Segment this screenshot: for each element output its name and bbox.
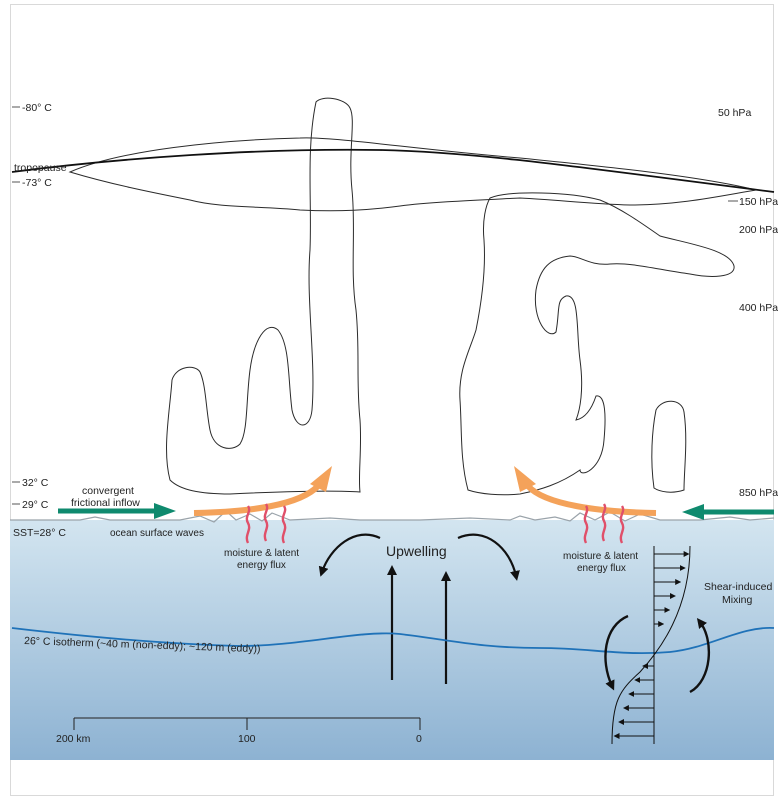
scale-label-0: 0 [416, 733, 422, 745]
pressure-label-400: 400 hPa [739, 302, 778, 314]
pressure-label-150: 150 hPa [739, 196, 778, 208]
right-convective-tower-outline [460, 193, 734, 495]
left-convective-tower-outline [167, 98, 361, 494]
right-flux-label-line2: energy flux [577, 563, 626, 574]
inflow-label-line2: frictional inflow [71, 497, 140, 509]
left-flux-label-line2: energy flux [237, 560, 286, 571]
surface-waves-label: ocean surface waves [110, 528, 204, 539]
right-flux-label-line1: moisture & latent [563, 551, 638, 562]
shear-label-line2: Mixing [722, 594, 753, 606]
temp-label-29: 29° C [22, 499, 49, 511]
tropopause-line [12, 150, 774, 192]
left-updraft-arrow [194, 466, 332, 513]
pressure-label-850: 850 hPa [739, 487, 778, 499]
pressure-label-50: 50 hPa [718, 107, 751, 119]
temp-label-minus80: -80° C [22, 102, 52, 114]
inflow-label-line1: convergent [82, 485, 134, 497]
scale-label-100: 100 [238, 733, 256, 745]
anvil-cloud-outline [70, 138, 756, 211]
left-flux-label-line1: moisture & latent [224, 548, 299, 559]
small-right-cell-outline [652, 401, 686, 492]
pressure-label-200: 200 hPa [739, 224, 778, 236]
upwelling-label: Upwelling [386, 543, 447, 559]
tropopause-label: tropopause [14, 162, 67, 174]
scale-label-200km: 200 km [56, 733, 91, 745]
temp-label-32: 32° C [22, 477, 49, 489]
temp-label-minus73: -73° C [22, 177, 52, 189]
shear-label-line1: Shear-induced [704, 581, 772, 593]
sst-label: SST=28° C [13, 527, 66, 539]
